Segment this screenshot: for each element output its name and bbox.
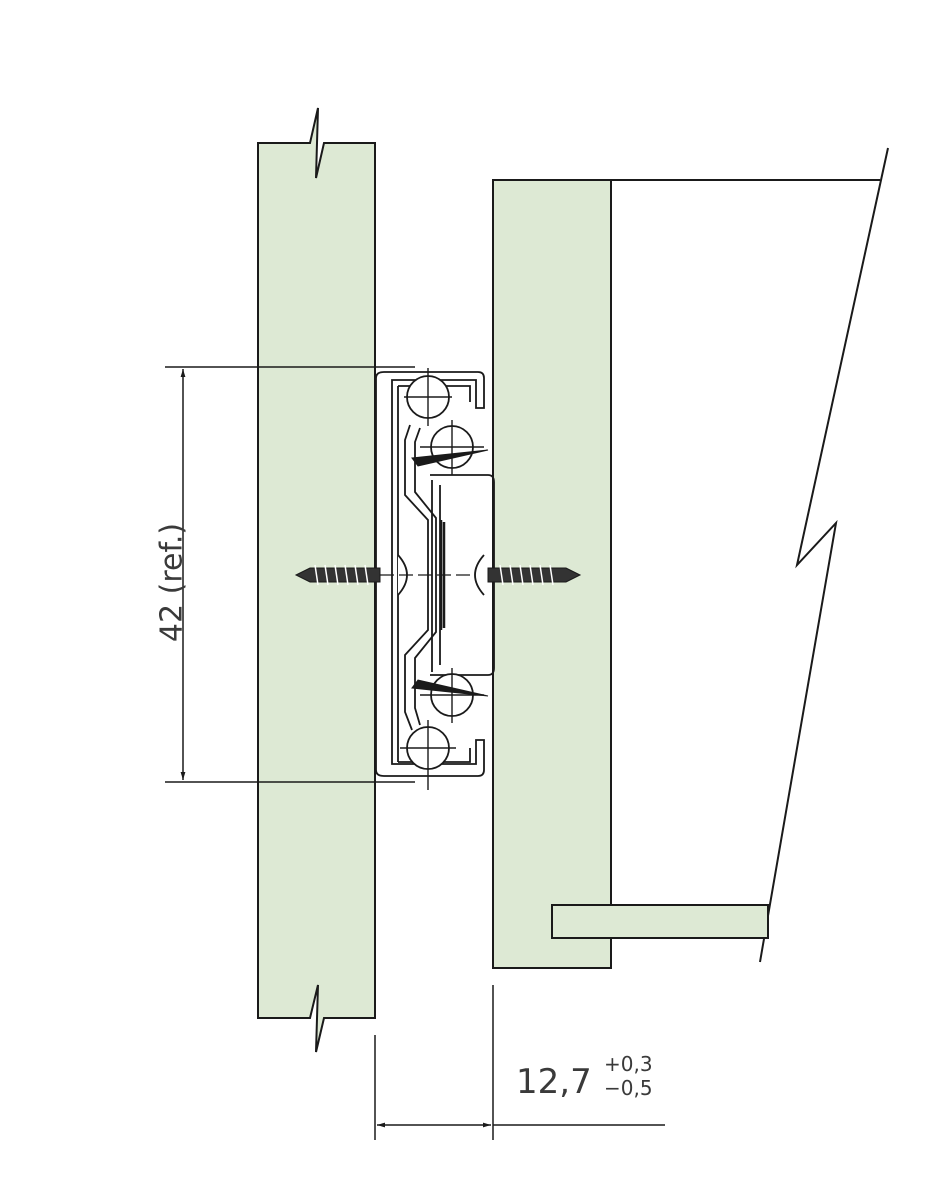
- ball-bearing-slide: [375, 368, 495, 790]
- height-dimension: [165, 366, 415, 783]
- gap-dimension-value: 12,7: [516, 1062, 592, 1102]
- screw-left: [294, 564, 381, 586]
- gap-tolerance-minus: −0,5: [604, 1076, 653, 1100]
- gap-tolerance-plus: +0,3: [604, 1052, 653, 1076]
- drawer-bottom: [551, 904, 769, 939]
- gap-dimension: [374, 985, 665, 1140]
- height-dimension-label: 42 (ref.): [154, 522, 190, 643]
- drawer-front-break-line: [759, 147, 889, 963]
- screw-right: [487, 564, 582, 586]
